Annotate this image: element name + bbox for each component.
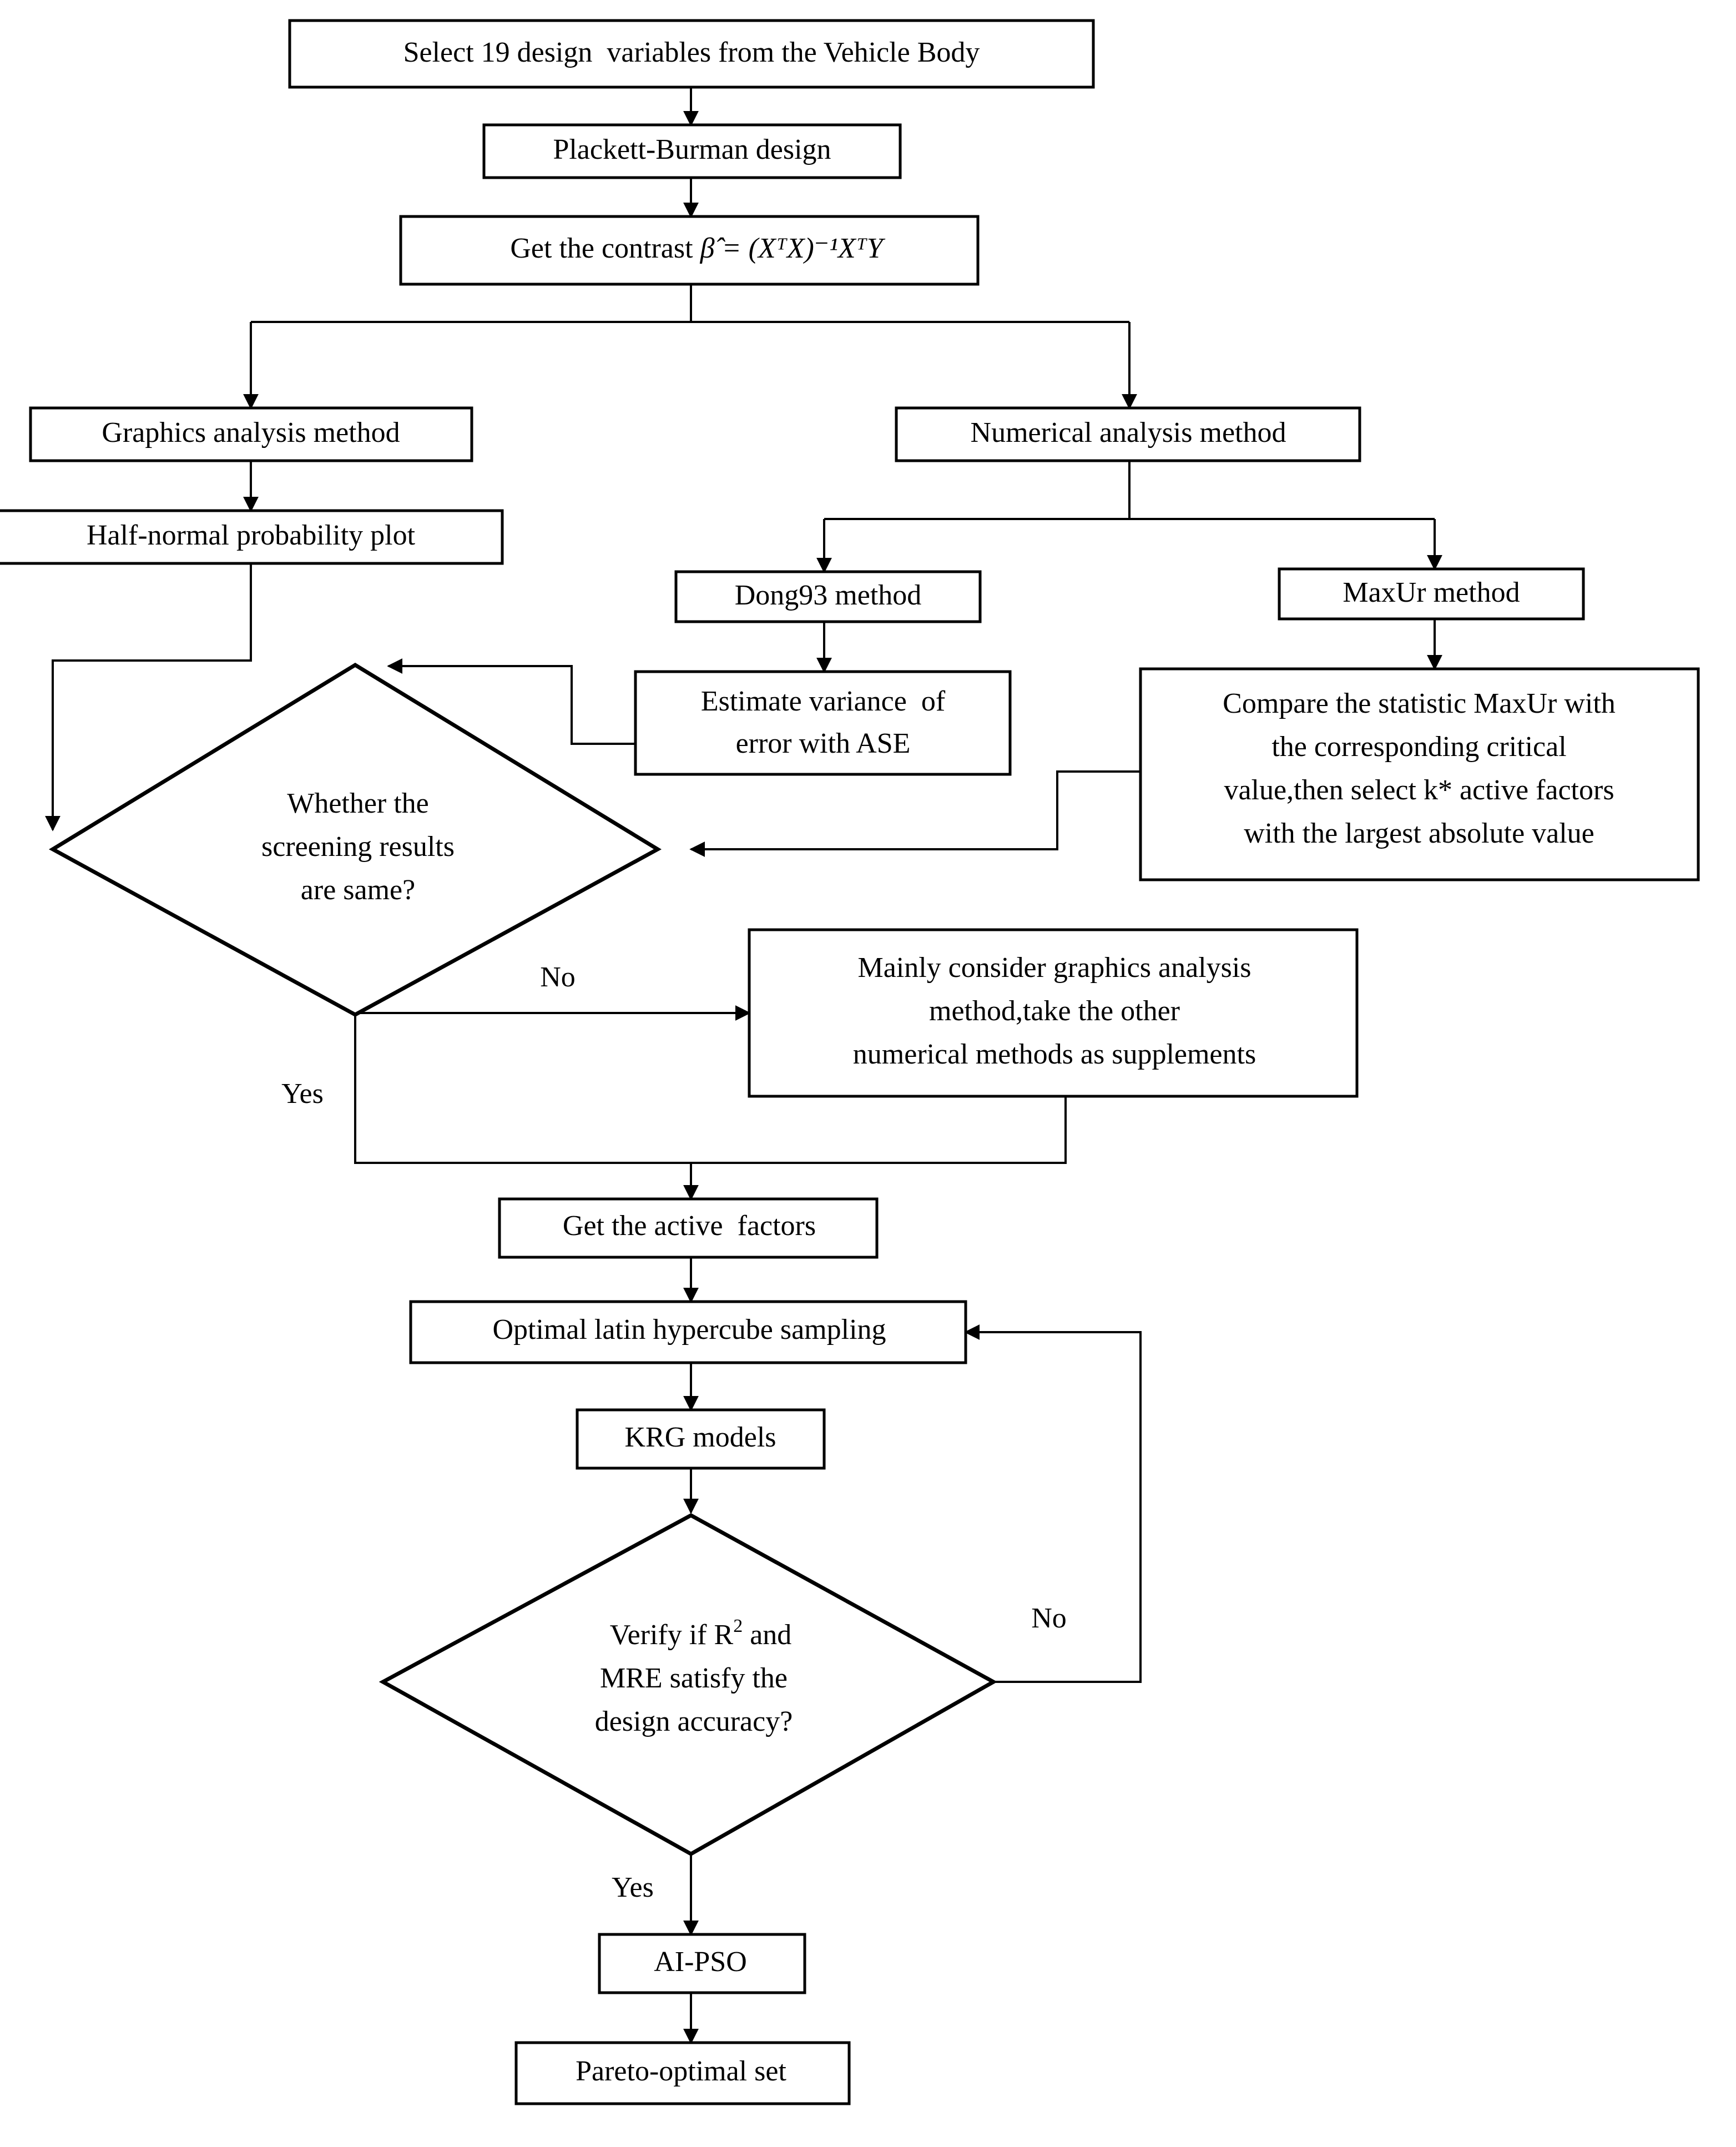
node-dong93[interactable]: Dong93 method (674, 570, 982, 623)
node-active-factors-label: Get the active factors (563, 1210, 816, 1242)
node-maxur-box[interactable] (1278, 567, 1585, 621)
node-numerical-analysis-box[interactable] (895, 406, 1361, 462)
node-maxur-label: MaxUr method (1343, 577, 1520, 608)
node-select-variables-label: Select 19 design variables from the Vehi… (403, 37, 980, 68)
node-screening-decision-line1: Whether the (287, 788, 429, 819)
edge-estimate-to-decision (387, 658, 635, 745)
node-ai-pso-label: AI-PSO (654, 1946, 747, 1978)
edge-verify-no-loop (964, 1324, 1142, 1683)
node-krg-models-label: KRG models (625, 1422, 776, 1453)
node-verify-decision-line1-b: and (743, 1619, 791, 1651)
node-get-contrast-prefix: Get the contrast (510, 233, 700, 264)
node-half-normal-plot-box[interactable] (0, 509, 504, 565)
node-verify-decision-line3: design accuracy? (595, 1706, 793, 1737)
edge-label-verify-no: No (1031, 1602, 1067, 1634)
node-verify-decision[interactable]: Verify if R2 and MRE satisfy the design … (379, 1513, 998, 1857)
node-dong93-label: Dong93 method (735, 579, 922, 611)
node-compare-maxur-line3: value,then select k* active factors (1224, 774, 1614, 806)
node-ai-pso-box[interactable] (598, 1933, 806, 1994)
edge-label-screening-yes: Yes (281, 1078, 324, 1110)
node-compare-maxur-line2: the corresponding critical (1271, 731, 1566, 763)
node-get-contrast-label: Get the contrast β̂ = (XᵀX)⁻¹XᵀY (445, 233, 933, 264)
edge-decision-yes-down (354, 1013, 691, 1164)
node-estimate-variance-line1: Estimate variance of (701, 686, 946, 717)
node-compare-maxur-line4: with the largest absolute value (1244, 818, 1594, 849)
node-krg-models-box[interactable] (576, 1408, 826, 1470)
node-latin-hypercube-box[interactable] (409, 1300, 967, 1364)
node-verify-decision-shape[interactable] (379, 1513, 998, 1857)
node-screening-decision-line2: screening results (261, 831, 455, 863)
node-maxur[interactable]: MaxUr method (1278, 567, 1585, 621)
node-krg-models[interactable]: KRG models (576, 1408, 826, 1470)
node-estimate-variance[interactable]: Estimate variance of error with ASE (634, 670, 1012, 776)
node-ai-pso[interactable]: AI-PSO (598, 1933, 806, 1994)
node-half-normal-plot-label: Half-normal probability plot (87, 520, 416, 551)
node-pareto-box[interactable] (514, 2041, 851, 2105)
node-get-contrast-box[interactable] (399, 215, 980, 286)
edge-compare-to-decision (689, 770, 1140, 857)
edge-label-screening-no: No (540, 961, 576, 993)
node-estimate-variance-box[interactable] (634, 670, 1012, 776)
edge-layer (45, 87, 1442, 2044)
node-active-factors[interactable]: Get the active factors (498, 1197, 879, 1259)
node-active-factors-box[interactable] (498, 1197, 879, 1259)
node-graphics-analysis[interactable]: Graphics analysis method (29, 406, 473, 462)
node-plackett-burman[interactable]: Plackett-Burman design (482, 123, 902, 179)
node-mainly-graphics-line1: Mainly consider graphics analysis (857, 952, 1251, 984)
node-get-contrast-formula: β̂ = (XᵀX)⁻¹XᵀY (700, 233, 886, 264)
node-graphics-analysis-label: Graphics analysis method (102, 417, 400, 448)
node-mainly-graphics[interactable]: Mainly consider graphics analysis method… (748, 928, 1359, 1098)
node-get-contrast[interactable]: Get the contrast β̂ = (XᵀX)⁻¹XᵀY (399, 215, 980, 286)
node-plackett-burman-label: Plackett-Burman design (553, 134, 831, 165)
node-verify-decision-superscript: 2 (733, 1616, 743, 1636)
edge-label-verify-yes: Yes (612, 1872, 654, 1903)
node-numerical-analysis-label: Numerical analysis method (971, 417, 1286, 448)
node-plackett-burman-box[interactable] (482, 123, 902, 179)
node-compare-maxur-line1: Compare the statistic MaxUr with (1223, 688, 1616, 719)
node-select-variables[interactable]: Select 19 design variables from the Vehi… (288, 19, 1095, 89)
node-pareto[interactable]: Pareto-optimal set (514, 2041, 851, 2105)
node-screening-decision[interactable]: Whether the screening results are same? (49, 662, 662, 1017)
node-screening-decision-shape[interactable] (49, 662, 662, 1017)
node-graphics-analysis-box[interactable] (29, 406, 473, 462)
node-mainly-graphics-line2: method,take the other (929, 995, 1180, 1027)
node-estimate-variance-line2: error with ASE (736, 728, 911, 759)
node-dong93-box[interactable] (674, 570, 982, 623)
node-verify-decision-line1-a: Verify if R (610, 1619, 734, 1651)
node-mainly-graphics-line3: numerical methods as supplements (853, 1039, 1256, 1070)
node-verify-decision-line1: Verify if R2 and (546, 1616, 842, 1651)
node-compare-maxur-box[interactable] (1139, 667, 1700, 881)
node-pareto-label: Pareto-optimal set (576, 2055, 786, 2087)
node-select-variables-box[interactable] (288, 19, 1095, 89)
node-compare-maxur[interactable]: Compare the statistic MaxUr with the cor… (1139, 667, 1700, 881)
edge-label-layer: No Yes No Yes (281, 961, 1067, 1903)
node-latin-hypercube[interactable]: Optimal latin hypercube sampling (409, 1300, 967, 1364)
node-numerical-analysis[interactable]: Numerical analysis method (895, 406, 1361, 462)
node-latin-hypercube-label: Optimal latin hypercube sampling (492, 1314, 886, 1345)
node-mainly-graphics-box[interactable] (748, 928, 1359, 1098)
edge-halfnormal-to-decision (45, 563, 252, 831)
edge-mainly-down (691, 1096, 1067, 1164)
node-verify-decision-line2: MRE satisfy the (600, 1662, 788, 1694)
node-screening-decision-line3: are same? (301, 874, 415, 906)
node-half-normal-plot[interactable]: Half-normal probability plot (0, 509, 504, 565)
